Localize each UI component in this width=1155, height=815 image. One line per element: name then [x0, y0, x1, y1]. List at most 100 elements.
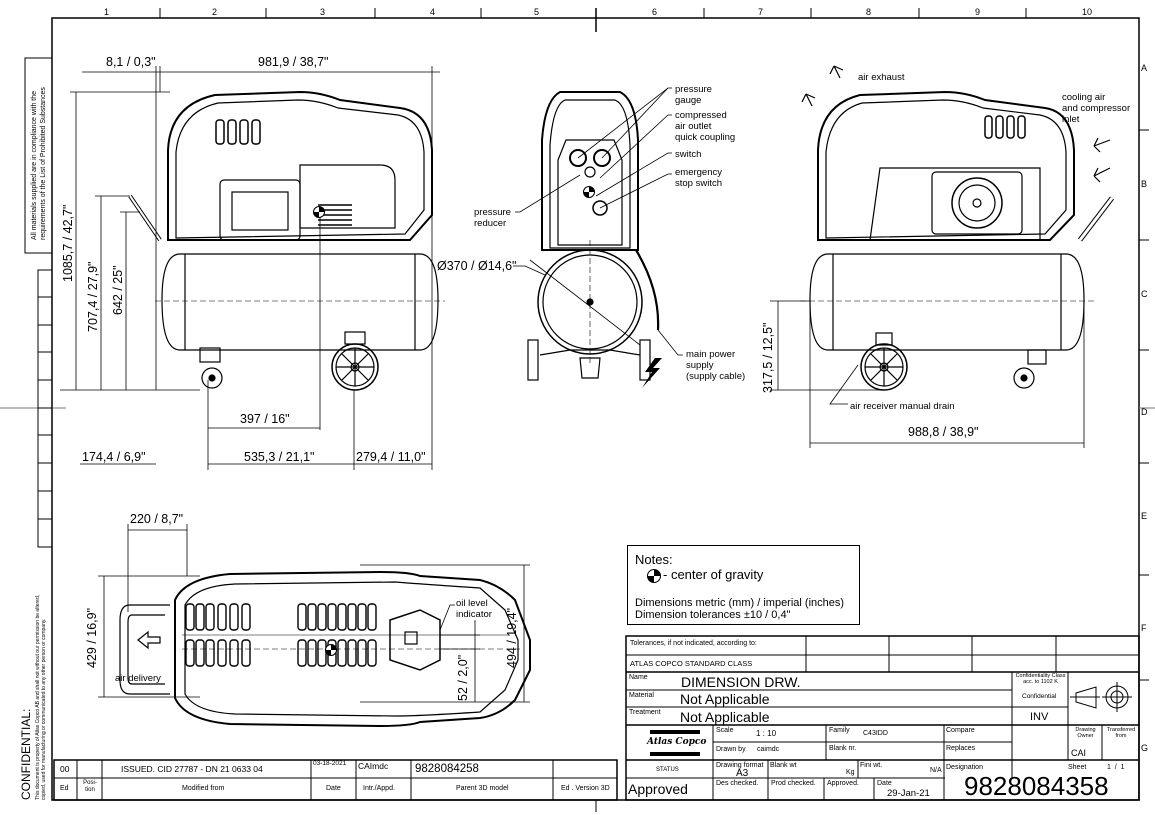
- material-value: Not Applicable: [680, 691, 770, 707]
- status-value: Approved: [628, 781, 688, 797]
- blank-wt-label: Blank wt: [770, 762, 797, 769]
- dim-offset-top: 8,1 / 0,3": [106, 55, 156, 69]
- dim-right-overall-length: 988,8 / 38,9": [908, 425, 979, 439]
- rev-modified-from-value: ISSUED. CID 27787 - DN 21 0633 04: [121, 764, 263, 774]
- rev-date-header: Date: [326, 785, 341, 792]
- dim-cog-x: 397 / 16": [240, 412, 290, 426]
- fini-wt-value: N/A: [930, 767, 942, 774]
- row-label: G: [1141, 743, 1149, 753]
- callout-switch: switch: [675, 149, 702, 160]
- transferred-from-label: Transferred from: [1106, 727, 1136, 739]
- center-of-gravity-icon: [583, 186, 595, 198]
- left-view-shroud: [128, 90, 433, 242]
- sheet-label: Sheet: [1068, 764, 1087, 771]
- column-label: 5: [534, 7, 540, 17]
- rev-parent-model-value: 9828084258: [415, 763, 479, 775]
- replaces-label: Replaces: [946, 745, 976, 752]
- right-view-dimension-lines: [770, 300, 1085, 448]
- row-label: F: [1141, 623, 1147, 633]
- drawn-by-label: Drawn by: [716, 746, 746, 753]
- dim-overall-length: 981,9 / 38,7": [258, 55, 329, 69]
- callout-pressure-reducer: pressure reducer: [474, 207, 511, 229]
- name-label: Name: [629, 674, 648, 681]
- callout-cooling-air: cooling air and compressor inlet: [1062, 92, 1131, 125]
- callout-leaders: [513, 87, 683, 356]
- drawn-by-value: caimdc: [757, 746, 780, 753]
- logo-text: Atlas Copco: [647, 737, 707, 747]
- column-label: 4: [430, 7, 436, 17]
- rev-intr-appd-value: CAImdc: [358, 761, 389, 771]
- left-view-wheels: [199, 331, 379, 391]
- left-view-tank: [155, 253, 445, 351]
- column-label: 7: [758, 7, 764, 17]
- rev-parent-model-header: Parent 3D model: [456, 785, 509, 792]
- column-label: 2: [212, 7, 218, 17]
- tolerances-label: Tolerances, if not indicated, according …: [630, 640, 757, 647]
- atlas-copco-logo: Atlas Copco: [647, 730, 706, 756]
- dim-handle-length: 220 / 8,7": [130, 512, 184, 526]
- column-label: 9: [975, 7, 981, 17]
- compare-label: Compare: [946, 727, 975, 734]
- dim-left-offset: 174,4 / 6,9": [82, 450, 146, 464]
- treatment-value: Not Applicable: [680, 709, 770, 725]
- center-of-gravity-icon: [313, 206, 325, 218]
- callout-air-exhaust: air exhaust: [858, 72, 905, 83]
- notes-box: Notes: - center of gravity Dimensions me…: [627, 545, 860, 625]
- inv-code: INV: [1030, 711, 1049, 723]
- material-label: Material: [629, 692, 654, 699]
- name-value: DIMENSION DRW.: [681, 674, 801, 690]
- drawing-format-label: Drawing format: [716, 762, 764, 769]
- top-view: [119, 570, 531, 728]
- rev-position-header: Posi- tion: [83, 780, 97, 793]
- designation-value: 9828084358: [964, 771, 1109, 801]
- confidentiality-class-value: Confidential: [1022, 693, 1057, 700]
- rev-intr-appd-header: Intr./Appd.: [363, 785, 395, 792]
- treatment-label: Treatment: [629, 709, 661, 716]
- fini-wt-label: Fini wt.: [860, 762, 883, 769]
- callout-main-power: main power supply (supply cable): [686, 349, 746, 382]
- row-label: A: [1141, 63, 1148, 73]
- row-label: C: [1141, 289, 1148, 299]
- date-value: 29-Jan-21: [887, 788, 930, 799]
- callout-oil-level: oil level indicator: [456, 598, 492, 620]
- lightning-icon: [642, 358, 662, 388]
- right-view: [800, 90, 1114, 391]
- row-label: B: [1141, 179, 1148, 189]
- callout-air-delivery: air delivery: [115, 673, 161, 684]
- designation-label: Designation: [946, 764, 983, 771]
- rev-ed-header: Ed: [60, 785, 69, 792]
- center-of-gravity-icon: [647, 569, 661, 583]
- column-label: 10: [1082, 7, 1093, 17]
- scale-label: Scale: [716, 727, 734, 734]
- air-flow-arrows: [801, 65, 1111, 183]
- drawing-format-value: A3: [736, 768, 749, 779]
- callout-air-outlet: compressed air outlet quick coupling: [675, 110, 736, 143]
- blank-wt-unit: Kg: [846, 769, 855, 776]
- column-label: 6: [652, 7, 658, 17]
- dim-tank-diameter: Ø370 / Ø14,6": [437, 259, 517, 273]
- des-checked-label: Des checked.: [716, 780, 759, 787]
- dim-right-offset: 279,4 / 11,0": [356, 450, 426, 464]
- notes-cog-legend: - center of gravity: [663, 567, 764, 582]
- callout-pressure-gauge: pressure gauge: [675, 84, 712, 106]
- sheet-value: 1 / 1: [1107, 764, 1125, 771]
- rev-ed-version-header: Ed . Version 3D: [561, 785, 610, 792]
- notes-tolerances: Dimension tolerances ±10 / 0,4": [635, 609, 791, 621]
- front-view: [527, 91, 660, 381]
- column-label: 8: [866, 7, 872, 17]
- column-label: 3: [320, 7, 326, 17]
- rev-date-value: 03-18-2021: [313, 760, 347, 767]
- family-value: C43IDD: [863, 730, 888, 737]
- callout-manual-drain: air receiver manual drain: [850, 401, 955, 412]
- confidentiality-class-label: Confidentiality Class acc. to 1102 K: [1015, 673, 1066, 685]
- drawing-owner-value: CAI: [1071, 748, 1087, 758]
- column-label: 1: [104, 7, 110, 17]
- left-view-dimension-lines: [60, 66, 440, 470]
- drawing-owner-label: Drawing Owner: [1075, 727, 1096, 739]
- notes-dimensions: Dimensions metric (mm) / imperial (inche…: [635, 597, 845, 609]
- row-label: E: [1141, 511, 1148, 521]
- approved-label: Approved.: [827, 780, 859, 787]
- top-view-dimension-lines: [98, 524, 530, 703]
